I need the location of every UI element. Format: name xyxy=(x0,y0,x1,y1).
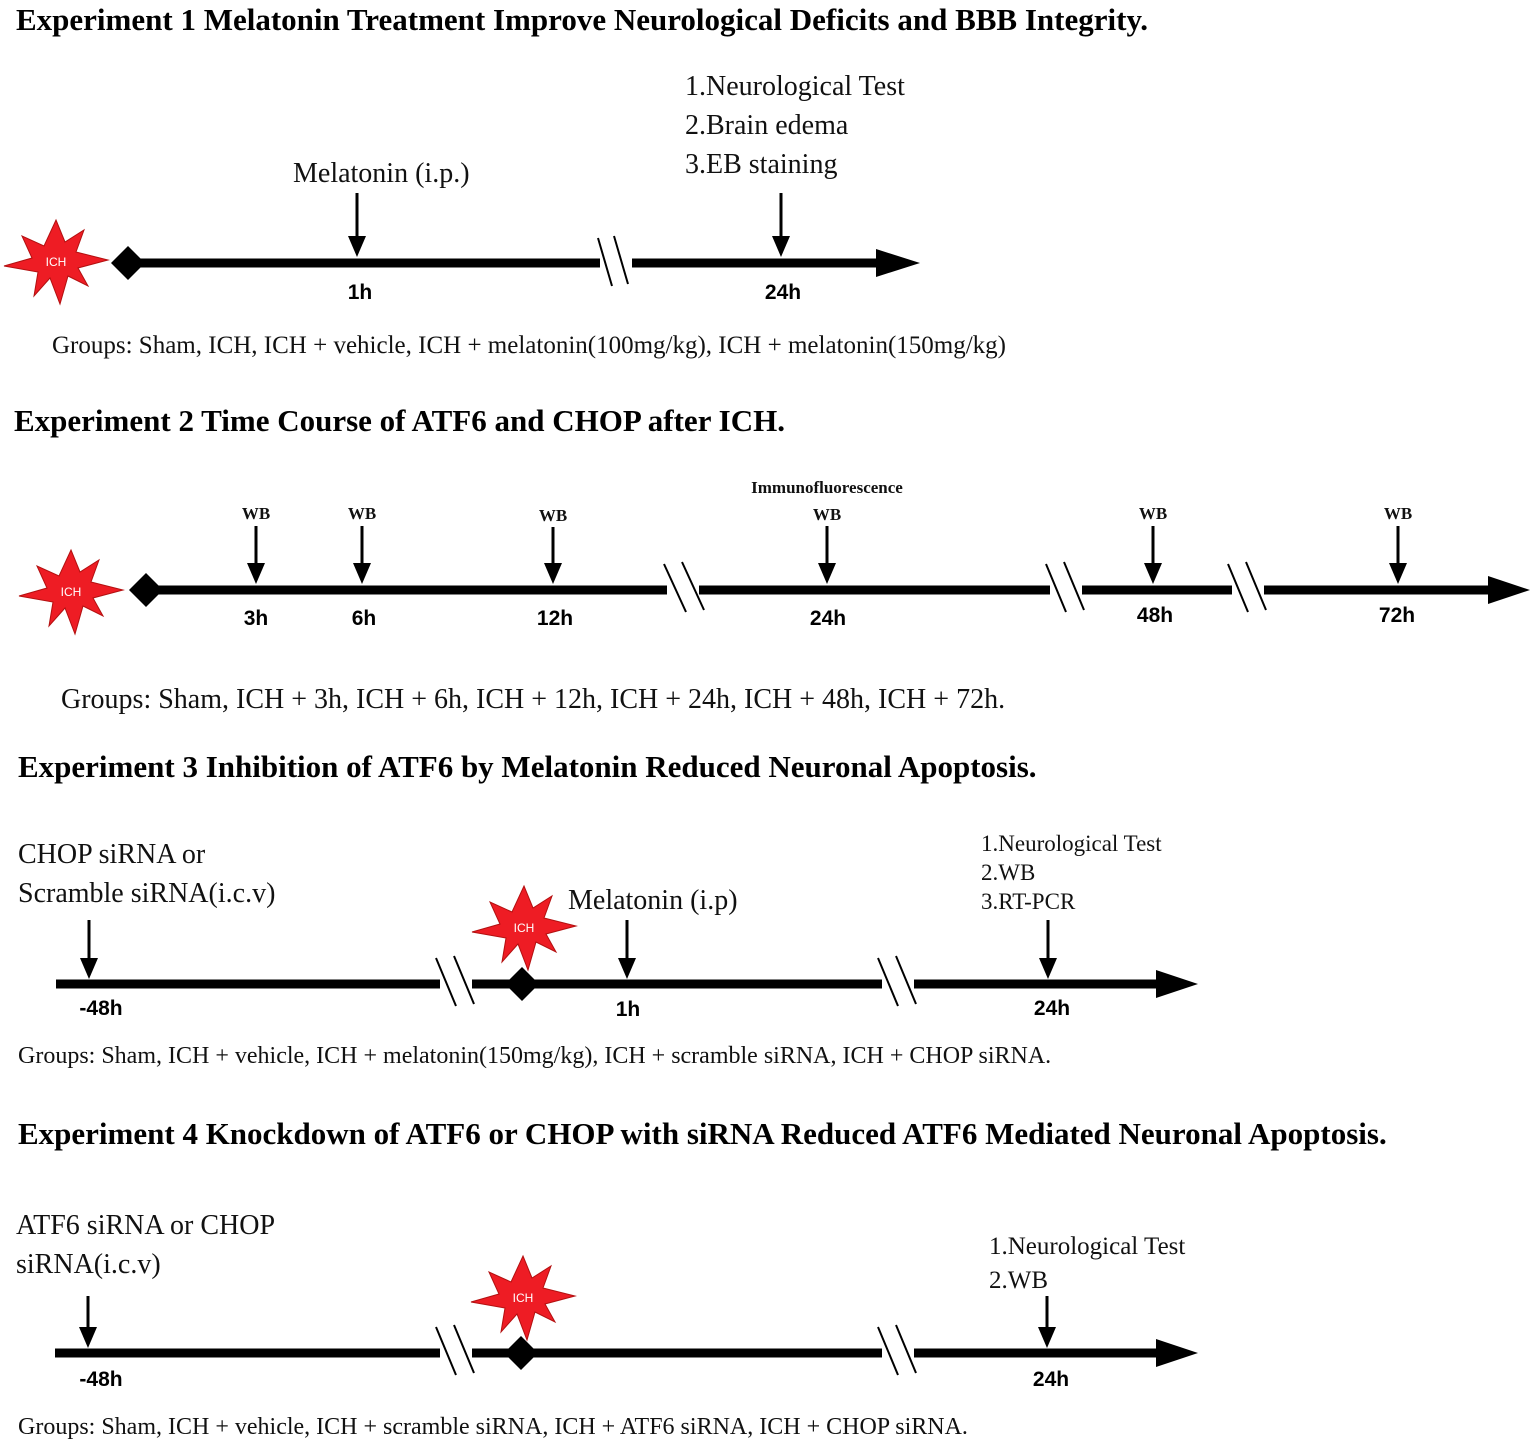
wb-arrow: WB xyxy=(242,504,270,584)
timeline-start-diamond xyxy=(111,246,145,280)
svg-text:WB: WB xyxy=(242,504,270,523)
ich-starburst-icon: ICH xyxy=(3,219,109,305)
wb-arrow: WB xyxy=(1384,504,1412,584)
outcome-label-1: 1.Neurological Test xyxy=(981,831,1162,856)
tick-label: 72h xyxy=(1379,604,1415,627)
arrow-1h xyxy=(348,193,366,257)
ich-starburst-icon: ICH xyxy=(470,1255,576,1341)
axis-break xyxy=(1227,561,1267,613)
svg-text:ICH: ICH xyxy=(61,585,82,599)
melatonin-label: Melatonin (i.p) xyxy=(568,885,738,916)
experiment-2-title: Experiment 2 Time Course of ATF6 and CHO… xyxy=(14,403,785,438)
outcome-label-1: 1.Neurological Test xyxy=(685,71,905,102)
svg-text:WB: WB xyxy=(348,504,376,523)
tick-label: 24h xyxy=(810,607,846,630)
experiment-2: Experiment 2 Time Course of ATF6 and CHO… xyxy=(14,403,1530,715)
tick-label: -48h xyxy=(79,997,122,1020)
experiment-3-title: Experiment 3 Inhibition of ATF6 by Melat… xyxy=(18,749,1037,784)
sirna-label-line-2: Scramble siRNA(i.c.v) xyxy=(18,878,275,909)
sirna-label-line-1: ATF6 siRNA or CHOP xyxy=(16,1210,275,1241)
axis-break xyxy=(597,235,632,287)
arrow-minus-48h xyxy=(80,920,98,979)
timeline-start-diamond xyxy=(129,573,163,607)
tick-label: 48h xyxy=(1137,604,1173,627)
immunofluorescence-label: Immunofluorescence xyxy=(751,478,903,497)
axis-break xyxy=(1045,561,1085,613)
axis-break xyxy=(435,955,475,1007)
ich-starburst-icon: ICH xyxy=(471,885,577,971)
svg-text:WB: WB xyxy=(1384,504,1412,523)
tick-label: 6h xyxy=(352,607,377,630)
wb-arrow: WB xyxy=(813,505,841,584)
ich-timepoint-diamond xyxy=(504,1336,538,1370)
timeline-arrowhead xyxy=(1156,970,1198,998)
experiment-1-title: Experiment 1 Melatonin Treatment Improve… xyxy=(16,2,1148,37)
svg-text:ICH: ICH xyxy=(46,255,67,269)
sirna-label-line-2: siRNA(i.c.v) xyxy=(16,1249,161,1280)
tick-label: 3h xyxy=(244,607,269,630)
svg-text:WB: WB xyxy=(1139,504,1167,523)
outcome-label-2: 2.WB xyxy=(989,1267,1048,1294)
timeline-arrowhead xyxy=(1156,1339,1198,1367)
axis-break xyxy=(435,1324,475,1376)
tick-label: 1h xyxy=(348,281,373,304)
timeline-arrowhead xyxy=(876,249,920,277)
experiment-4: Experiment 4 Knockdown of ATF6 or CHOP w… xyxy=(16,1116,1387,1440)
groups-text: Groups: Sham, ICH + 3h, ICH + 6h, ICH + … xyxy=(61,684,1005,715)
tick-label: 24h xyxy=(1034,997,1070,1020)
arrow-24h xyxy=(772,193,790,257)
tick-label: 12h xyxy=(537,607,573,630)
arrow-24h xyxy=(1039,920,1057,979)
groups-text: Groups: Sham, ICH, ICH + vehicle, ICH + … xyxy=(52,332,1006,359)
ich-timepoint-diamond xyxy=(505,967,539,1001)
arrow-24h xyxy=(1038,1296,1056,1348)
groups-text: Groups: Sham, ICH + vehicle, ICH + scram… xyxy=(18,1414,968,1440)
axis-break xyxy=(663,561,705,613)
wb-arrow: WB xyxy=(348,504,376,584)
tick-label: 24h xyxy=(765,281,801,304)
svg-text:ICH: ICH xyxy=(513,1291,534,1305)
melatonin-label: Melatonin (i.p.) xyxy=(293,158,470,189)
outcome-label-3: 3.RT-PCR xyxy=(981,889,1076,914)
tick-label: -48h xyxy=(79,1368,122,1391)
sirna-label-line-1: CHOP siRNA or xyxy=(18,839,206,870)
groups-text: Groups: Sham, ICH + vehicle, ICH + melat… xyxy=(18,1043,1051,1069)
experiment-4-title: Experiment 4 Knockdown of ATF6 or CHOP w… xyxy=(18,1116,1387,1151)
experiment-1: Experiment 1 Melatonin Treatment Improve… xyxy=(3,2,1148,359)
tick-label: 1h xyxy=(616,998,641,1021)
arrow-1h xyxy=(618,920,636,979)
tick-label: 24h xyxy=(1033,1368,1069,1391)
outcome-label-2: 2.Brain edema xyxy=(685,110,849,141)
axis-break xyxy=(877,1324,917,1376)
arrow-minus-48h xyxy=(79,1296,97,1348)
svg-text:WB: WB xyxy=(813,505,841,524)
outcome-label-1: 1.Neurological Test xyxy=(989,1233,1185,1260)
svg-text:ICH: ICH xyxy=(514,921,535,935)
experiment-3: Experiment 3 Inhibition of ATF6 by Melat… xyxy=(18,749,1198,1069)
svg-text:WB: WB xyxy=(539,506,567,525)
wb-arrow: WB xyxy=(539,506,567,584)
axis-break xyxy=(877,955,917,1007)
ich-starburst-icon: ICH xyxy=(18,549,124,635)
outcome-label-3: 3.EB staining xyxy=(685,149,837,180)
timeline-arrowhead xyxy=(1488,576,1530,604)
outcome-label-2: 2.WB xyxy=(981,860,1035,885)
wb-arrow: WB xyxy=(1139,504,1167,584)
